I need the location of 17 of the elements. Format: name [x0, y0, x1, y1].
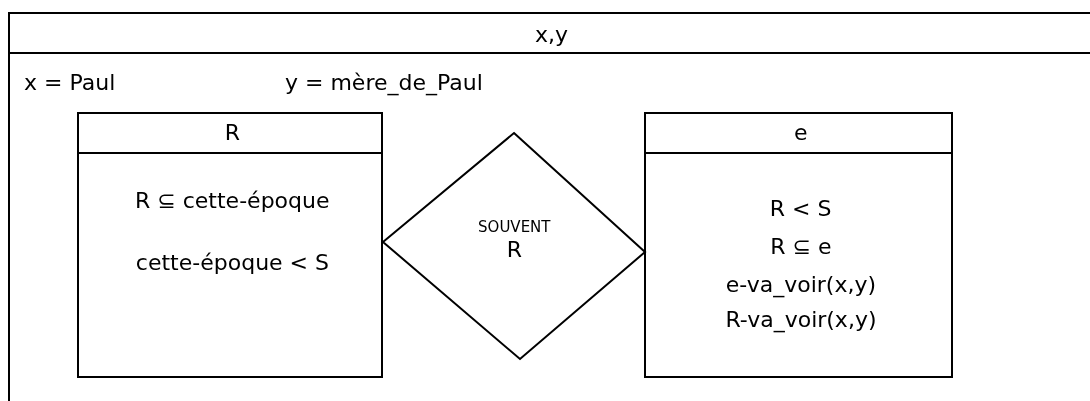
quantifier-label: SOUVENT — [477, 220, 552, 235]
condition-text: x = Paul — [24, 72, 116, 94]
condition-text: R ⊆ e — [769, 236, 833, 258]
box-heading: R — [223, 122, 241, 144]
condition-text: R — [505, 239, 523, 261]
drs-box — [77, 112, 383, 378]
drs-box — [644, 112, 953, 378]
condition-text: R-va_voir(x,y) — [724, 309, 878, 331]
box-heading: x,y — [533, 24, 569, 46]
condition-text: R ⊆ cette-époque — [134, 190, 331, 212]
condition-text: y = mère_de_Paul — [285, 72, 483, 94]
drs-box — [8, 12, 1090, 401]
box-heading: e — [792, 122, 809, 144]
condition-text: cette-époque < S — [134, 252, 330, 274]
condition-text: R < S — [768, 198, 833, 220]
condition-diamond — [382, 132, 646, 360]
condition-text: e-va_voir(x,y) — [724, 274, 877, 296]
